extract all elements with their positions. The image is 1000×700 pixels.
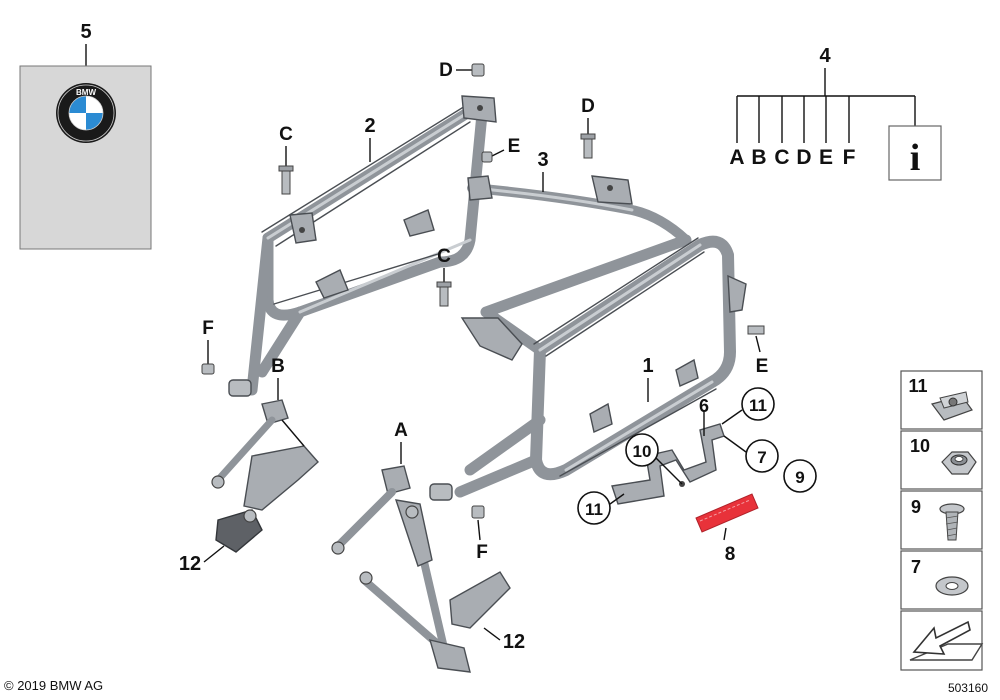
callout-1: 1 bbox=[642, 355, 653, 377]
reflector-icon bbox=[695, 493, 759, 533]
callout-6: 6 bbox=[699, 396, 709, 416]
item-2-left-pannier-frame bbox=[228, 95, 497, 397]
bmw-logo-text: BMW bbox=[76, 88, 96, 97]
diagram-number: 503160 bbox=[947, 681, 988, 695]
letter-b: B bbox=[271, 356, 285, 377]
reflector-holder-assembly: 6 8 11 10 7 9 11 bbox=[577, 387, 817, 565]
callout-ring-11-bottom bbox=[577, 491, 611, 525]
cage-nut-icon bbox=[930, 391, 973, 421]
item-5-emblem-card: 5 BMW bbox=[19, 21, 152, 250]
arrow-panel-icon bbox=[909, 620, 984, 661]
callout-5: 5 bbox=[80, 21, 91, 43]
item-4-legend: 4 A B C D E F i bbox=[729, 45, 942, 181]
letter-c-center: C bbox=[437, 246, 451, 267]
bracket-b-left-carrier: B bbox=[211, 356, 319, 553]
legend-letter-c: C bbox=[774, 146, 789, 169]
lock-nut-icon bbox=[941, 451, 977, 475]
torx-screw-icon bbox=[939, 503, 965, 541]
callout-12-right: 12 bbox=[503, 631, 525, 653]
legend-letter-b: B bbox=[751, 146, 766, 169]
legend-letter-f: F bbox=[843, 146, 856, 169]
letter-c-left: C bbox=[279, 124, 293, 145]
copyright-text: © 2019 BMW AG bbox=[4, 678, 104, 693]
info-box bbox=[888, 125, 942, 181]
callout-ring-7 bbox=[745, 439, 779, 473]
letter-e-right: E bbox=[756, 356, 769, 377]
callout-8: 8 bbox=[725, 544, 736, 565]
callout-12-left: 12 bbox=[179, 553, 201, 575]
screw-c-left: C bbox=[278, 124, 294, 195]
bmw-logo-icon: BMW bbox=[56, 83, 116, 143]
callout-2: 2 bbox=[364, 115, 375, 137]
screw-f-left: F bbox=[201, 318, 215, 375]
legend-letter-d: D bbox=[796, 146, 811, 169]
legend-letter-e: E bbox=[819, 146, 833, 169]
screw-d-left: D bbox=[439, 60, 485, 81]
box-screw bbox=[900, 490, 983, 550]
callout-10: 10 bbox=[633, 442, 652, 461]
info-icon: i bbox=[910, 137, 921, 179]
callout-11-bottom: 11 bbox=[585, 500, 603, 519]
legend-letter-a: A bbox=[729, 146, 744, 169]
box-label-11: 11 bbox=[908, 376, 927, 396]
bracket-a-right-carrier: A bbox=[331, 420, 511, 673]
callout-3: 3 bbox=[537, 149, 548, 171]
screw-c-center: C bbox=[436, 246, 452, 307]
screw-e-right: E bbox=[747, 325, 769, 377]
callout-7: 7 bbox=[757, 448, 766, 467]
screw-d-right: D bbox=[580, 96, 596, 159]
callout-4: 4 bbox=[819, 45, 831, 67]
item-3-connecting-tube bbox=[467, 175, 691, 245]
callout-ring-11-top bbox=[741, 387, 775, 421]
box-label-7: 7 bbox=[911, 557, 921, 577]
letter-a: A bbox=[394, 420, 408, 441]
washer-icon bbox=[935, 576, 969, 596]
letter-d-right: D bbox=[581, 96, 595, 117]
letter-e-top: E bbox=[508, 136, 521, 157]
box-label-10: 10 bbox=[910, 436, 930, 456]
small-parts-panel: 11 10 9 7 bbox=[900, 370, 984, 671]
screw-f-bottom: F bbox=[471, 505, 488, 563]
item-1-right-pannier-frame bbox=[429, 234, 747, 501]
letter-f-left: F bbox=[202, 318, 214, 339]
callout-9: 9 bbox=[795, 468, 804, 487]
callout-ring-9 bbox=[783, 459, 817, 493]
screw-e-top: E bbox=[481, 136, 521, 163]
letter-d-left: D bbox=[439, 60, 453, 81]
box-label-9: 9 bbox=[911, 497, 921, 517]
callout-11-top: 11 bbox=[749, 396, 767, 415]
letter-f-bottom: F bbox=[476, 542, 488, 563]
callout-ring-10 bbox=[625, 433, 659, 467]
